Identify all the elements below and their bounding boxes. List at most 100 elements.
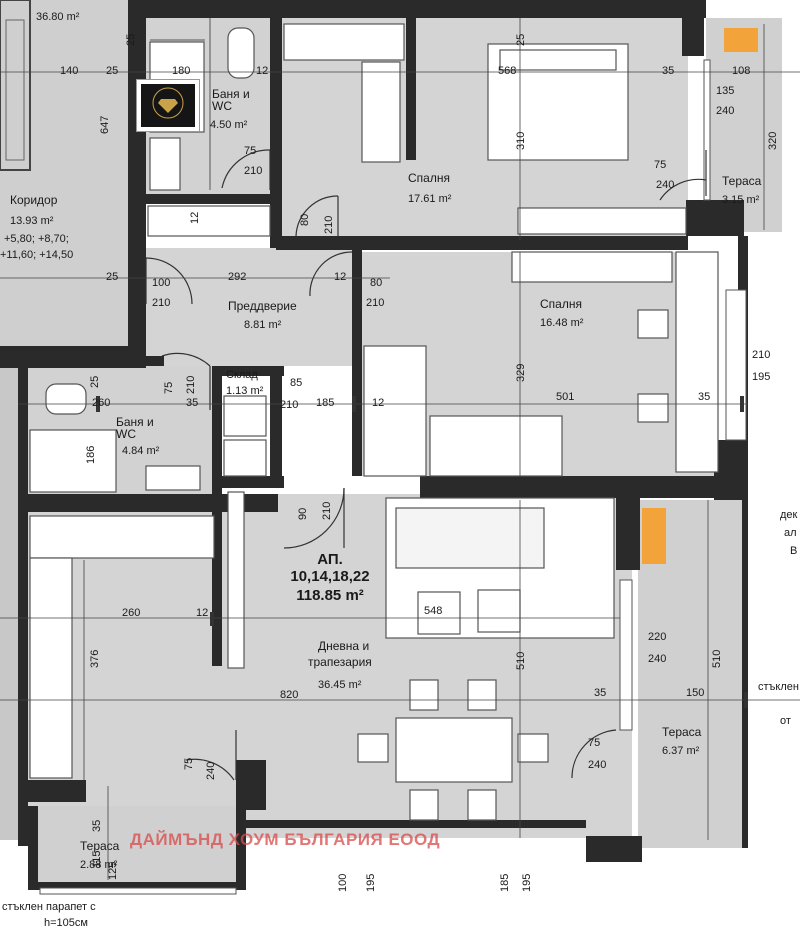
diamond-icon: [158, 99, 178, 113]
dimension-v195b: 195: [521, 873, 533, 892]
dimension-d35c: 35: [698, 391, 711, 403]
dimension-v185: 185: [499, 873, 511, 892]
bed2: [363, 345, 427, 477]
dimension-d140: 140: [60, 65, 79, 77]
terrace1-name: Тераса: [722, 174, 762, 188]
dimension-d12d: 12: [196, 607, 209, 619]
dimension-d240c: 240: [648, 653, 667, 665]
bathtub2: [29, 429, 117, 493]
sink2: [145, 465, 201, 491]
dimension-d75c: 75: [588, 737, 601, 749]
hall-floor: [146, 248, 352, 366]
dimension-v75a: 75: [163, 381, 175, 394]
dimension-v12a: 12: [189, 211, 201, 224]
dimension-d548: 548: [424, 605, 443, 617]
bedroom2-name: Спалня: [540, 297, 582, 311]
parapet-note-2: h=105см: [44, 917, 88, 929]
bath2-name: Баня и WC: [116, 415, 154, 441]
dimension-d501: 501: [556, 391, 575, 403]
dimension-d568: 568: [498, 65, 517, 77]
bath1-name: Баня и WC: [212, 87, 250, 113]
dimension-d100a: 100: [152, 277, 171, 289]
dimension-d240d: 240: [588, 759, 607, 771]
living-area: 36.45 m²: [318, 679, 362, 691]
hall-name: Преддверие: [228, 299, 297, 313]
right-note-1: стъклен: [758, 681, 799, 693]
storage-area: 1.13 m²: [226, 385, 264, 397]
bedroom1-area: 17.61 m²: [408, 193, 452, 205]
dimension-d220: 220: [648, 631, 667, 643]
dimension-v210a: 210: [323, 215, 335, 234]
apartment-title: АП.: [317, 551, 343, 568]
corridor-levels-1: +5,80; +8,70;: [4, 233, 69, 245]
storage-name: Склад: [226, 369, 258, 381]
dimension-v25a: 25: [125, 33, 137, 46]
desk1: [517, 207, 687, 235]
dimension-d35d: 35: [594, 687, 607, 699]
terrace1-heater: [724, 28, 758, 52]
dimension-v647: 647: [99, 115, 111, 134]
hall-area: 8.81 m²: [244, 319, 282, 331]
right-top-note-1: дек: [780, 509, 798, 521]
toilet1: [227, 27, 255, 79]
corridor-name: Коридор: [10, 193, 58, 207]
terrace1-area: 3.15 m²: [722, 194, 760, 206]
dimension-v35: 35: [91, 819, 103, 832]
dimension-d150: 150: [686, 687, 705, 699]
terrace3-name: Тераса: [80, 839, 120, 853]
watermark: ДАЙМЪНД ХОУМ БЪЛГАРИЯ ЕООД: [130, 830, 441, 849]
right-top-note-2: ал: [784, 527, 797, 539]
dimension-d12c: 12: [372, 397, 385, 409]
dimension-d75b: 75: [654, 159, 667, 171]
dimension-d80a: 80: [370, 277, 383, 289]
apartment-numbers: 10,14,18,22: [290, 568, 370, 585]
corridor-area: 13.93 m²: [10, 215, 54, 227]
terrace2-name: Тераса: [662, 725, 702, 739]
dimension-d210c: 210: [366, 297, 385, 309]
dimension-d195a: 195: [752, 371, 771, 383]
apartment-label: АП. 10,14,18,22 118.85 m²: [270, 552, 390, 603]
dimension-d180: 180: [172, 65, 191, 77]
dimension-d135: 135: [716, 85, 735, 97]
dimension-v75b: 75: [183, 757, 195, 770]
bedroom1-name: Спалня: [408, 171, 450, 185]
dimension-v100: 100: [337, 873, 349, 892]
bath2-area: 4.84 m²: [122, 445, 160, 457]
dimension-v125: 125: [107, 861, 119, 880]
dimension-d75a: 75: [244, 145, 257, 157]
dimension-d260a: 260: [92, 397, 111, 409]
kitchen-counter: [29, 515, 215, 559]
dimension-d35a: 35: [662, 65, 675, 77]
terrace2-area: 6.37 m²: [662, 745, 700, 757]
dimension-d210d: 210: [280, 399, 299, 411]
dimension-d210b: 210: [152, 297, 171, 309]
terrace3-floor: [38, 806, 238, 884]
bedroom2-area: 16.48 m²: [540, 317, 584, 329]
apartment-area: 118.85 m²: [296, 587, 364, 604]
terrace1-floor: [706, 18, 782, 232]
dimension-v25b: 25: [515, 33, 527, 46]
terrace3-area: 2.88 m²: [80, 859, 118, 871]
corridor-floor: [0, 0, 130, 352]
dimension-d292: 292: [228, 271, 247, 283]
bath1-area: 4.50 m²: [210, 119, 248, 131]
dimension-v376: 376: [89, 649, 101, 668]
right-top-note-3: В: [790, 545, 798, 557]
dimension-v310: 310: [515, 131, 527, 150]
dining-table: [395, 717, 513, 783]
dimension-v186: 186: [85, 445, 97, 464]
dimension-d210a: 210: [244, 165, 263, 177]
toilet2: [45, 383, 87, 415]
wardrobe2: [511, 251, 673, 283]
dimension-d35b: 35: [186, 397, 199, 409]
parapet-note-1: стъклен парапет с: [2, 901, 96, 913]
dimension-d12b: 12: [334, 271, 347, 283]
terrace2-heater: [642, 508, 666, 564]
dimension-v320: 320: [767, 131, 779, 150]
dimension-d12a: 12: [256, 65, 269, 77]
wardrobe1: [283, 23, 405, 61]
dimension-v80a: 80: [299, 213, 311, 226]
corridor-levels-2: +11,60; +14,50: [0, 249, 74, 261]
dimension-v90: 90: [297, 507, 309, 520]
